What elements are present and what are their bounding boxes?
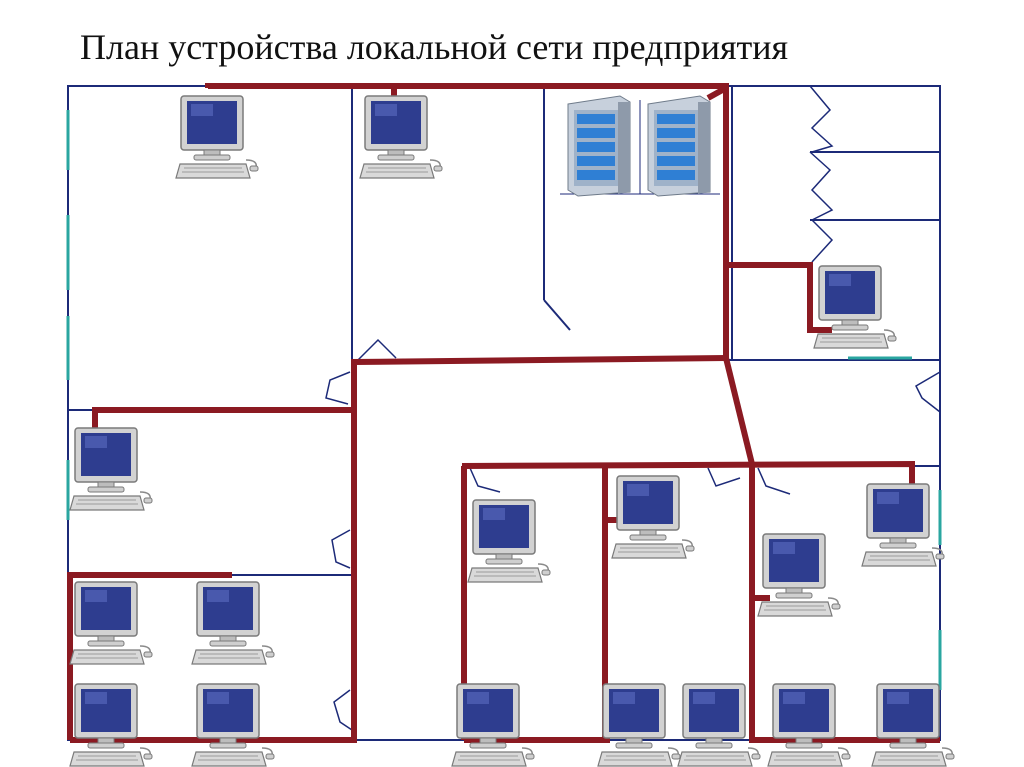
wall: [543, 299, 571, 331]
server-rack-icon: [567, 95, 631, 197]
computer-workstation-icon: [677, 683, 761, 767]
doors: [325, 85, 941, 731]
door: [331, 529, 351, 569]
computer-workstation-icon: [467, 499, 551, 583]
cable: [706, 85, 728, 101]
computer-workstation-icon: [871, 683, 955, 767]
cable: [726, 262, 832, 333]
windows: [66, 110, 942, 742]
cable: [749, 464, 940, 743]
cable: [461, 460, 915, 484]
computer-workstation-icon: [175, 95, 259, 179]
computer-workstation-icon: [767, 683, 851, 767]
computer-workstation-icon: [813, 265, 897, 349]
server-rack-icon: [647, 95, 711, 197]
door: [809, 85, 834, 153]
cable: [92, 407, 354, 430]
computer-workstation-icon: [191, 581, 275, 665]
computer-workstation-icon: [757, 533, 841, 617]
computer-workstation-icon: [191, 683, 275, 767]
cable-backbone: [205, 83, 729, 358]
door: [757, 467, 791, 495]
door: [333, 689, 353, 731]
door: [707, 467, 741, 487]
cable-main: [70, 355, 727, 743]
computer-workstation-icon: [597, 683, 681, 767]
door: [809, 151, 834, 221]
computer-workstation-icon: [69, 683, 153, 767]
cable: [723, 357, 755, 465]
network-cables: [67, 83, 940, 743]
door: [325, 371, 351, 405]
server-group: [567, 95, 711, 197]
door: [811, 219, 834, 263]
workstations: [69, 95, 955, 767]
computer-workstation-icon: [451, 683, 535, 767]
page-title: План устройства локальной сети предприят…: [80, 27, 789, 67]
door: [357, 338, 397, 361]
computer-workstation-icon: [861, 483, 945, 567]
computer-workstation-icon: [611, 475, 695, 559]
cable: [67, 572, 232, 740]
computer-workstation-icon: [69, 581, 153, 665]
door: [915, 371, 941, 413]
computer-workstation-icon: [359, 95, 443, 179]
computer-workstation-icon: [69, 427, 153, 511]
door: [469, 467, 501, 493]
